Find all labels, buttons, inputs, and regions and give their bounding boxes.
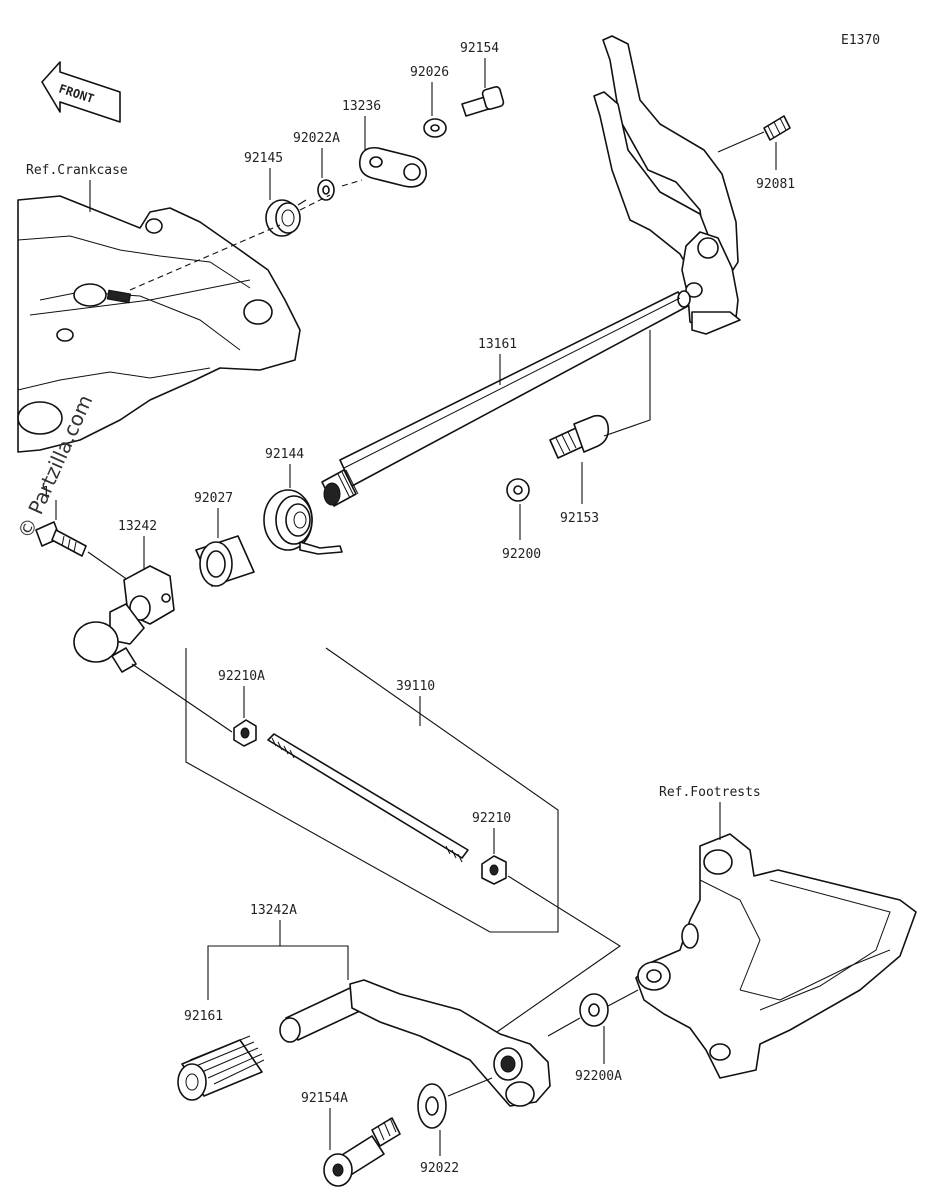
part-tie-rod	[267, 733, 469, 863]
label-92144: 92144	[265, 447, 304, 462]
part-92210A-nut	[233, 719, 257, 747]
label-92210A: 92210A	[218, 669, 265, 684]
part-92027-collar	[195, 535, 255, 587]
footrest-ref-drawing	[635, 833, 917, 1079]
label-92081: 92081	[756, 177, 795, 192]
part-92022-washer	[417, 1083, 447, 1129]
part-92144-spring	[263, 489, 343, 555]
front-arrow-icon: FRONT	[41, 61, 121, 123]
part-13236-lever	[358, 146, 427, 188]
label-13242: 13242	[118, 519, 157, 534]
part-13242-shift-lever	[73, 565, 175, 673]
label-92022: 92022	[420, 1161, 459, 1176]
label-92154: 92154	[460, 41, 499, 56]
part-92022A-washer	[317, 179, 335, 201]
label-partial-1: 1	[42, 485, 50, 500]
part-92081-spring	[763, 115, 791, 141]
crankcase-ref-drawing	[17, 195, 301, 453]
label-92153: 92153	[560, 511, 599, 526]
part-92200A-washer	[579, 993, 609, 1027]
label-13236: 13236	[342, 99, 381, 114]
part-92026-washer	[423, 118, 447, 138]
part-92161-pedal-rubber	[177, 1035, 265, 1101]
diagram-code: E1370	[841, 33, 880, 48]
label-39110: 39110	[396, 679, 435, 694]
label-92027: 92027	[194, 491, 233, 506]
part-92145-spring	[265, 199, 307, 237]
label-92026: 92026	[410, 65, 449, 80]
ref-footrests-label: Ref.Footrests	[659, 785, 761, 800]
part-13242A-shift-pedal	[279, 979, 551, 1107]
shift-arm-assembly	[593, 35, 741, 335]
label-92161: 92161	[184, 1009, 223, 1024]
label-92154A: 92154A	[301, 1091, 348, 1106]
label-92200A: 92200A	[575, 1069, 622, 1084]
part-92200-washer	[506, 478, 530, 502]
label-92200: 92200	[502, 547, 541, 562]
label-13242A: 13242A	[250, 903, 297, 918]
part-13161-shift-shaft	[321, 290, 691, 507]
ref-crankcase-label: Ref.Crankcase	[26, 163, 128, 178]
part-92154A-bolt	[323, 1117, 401, 1187]
part-92154-bolt	[461, 86, 505, 117]
part-92153-bolt	[549, 414, 610, 459]
label-92022A: 92022A	[293, 131, 340, 146]
label-13161: 13161	[478, 337, 517, 352]
part-92210-nut	[481, 855, 507, 885]
label-92145: 92145	[244, 151, 283, 166]
label-92210: 92210	[472, 811, 511, 826]
part-bolt-left	[35, 521, 87, 557]
